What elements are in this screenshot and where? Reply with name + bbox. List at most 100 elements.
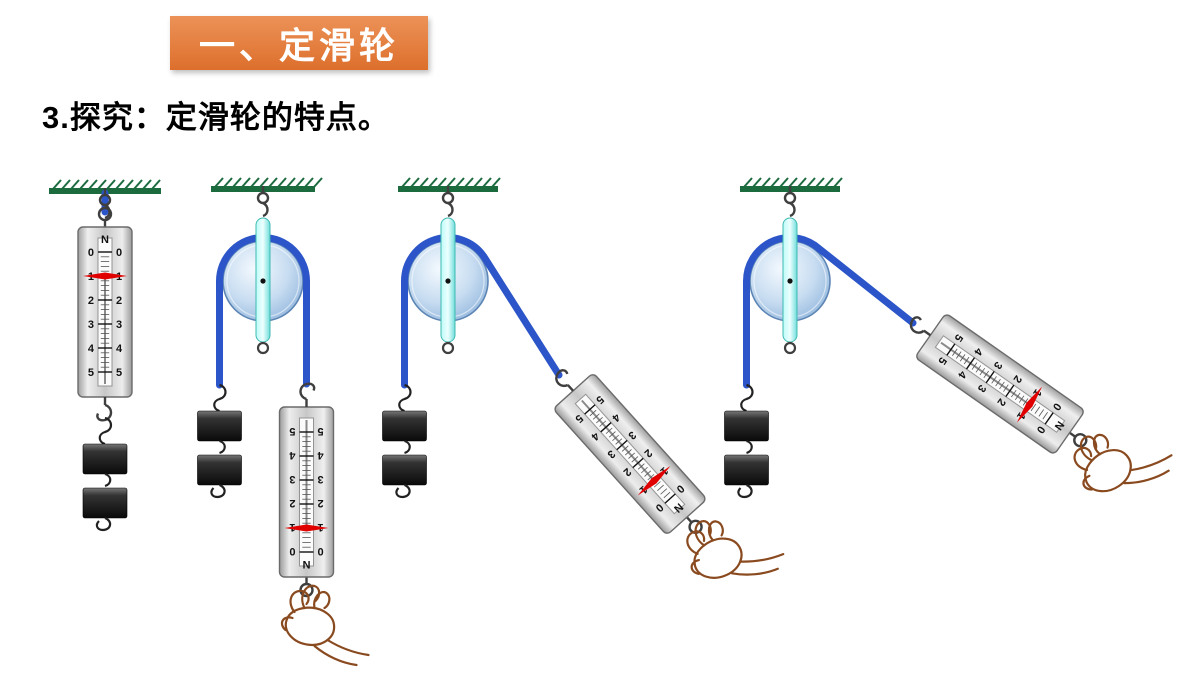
scale-minor-tick	[644, 470, 652, 477]
rope	[401, 234, 563, 389]
scale-minor-tick	[605, 427, 613, 434]
weight-tail-hook	[737, 483, 753, 499]
ceiling-hatch	[419, 177, 429, 188]
ceiling-hatch	[401, 177, 411, 188]
scale-minor-tick	[631, 456, 639, 463]
scale-major-tick	[600, 422, 612, 433]
scale-tick-label: 3	[289, 473, 295, 485]
ceiling-hatch	[286, 177, 296, 188]
scale-pointer	[83, 272, 127, 280]
scale-tick-label: 3	[991, 359, 1004, 371]
scale-minor-tick	[612, 434, 619, 442]
weight-link-hook	[746, 439, 753, 455]
bracket-hook-ring	[256, 341, 270, 355]
hand-thumb	[1082, 474, 1093, 491]
weight-tail-hook	[395, 483, 411, 499]
ceiling-hatch	[824, 177, 834, 188]
hook-ring	[783, 191, 797, 205]
weight-hook	[98, 416, 113, 446]
hand-wrist-line	[730, 567, 779, 576]
scale-major-tick	[632, 457, 644, 469]
bracket-hook-ring	[441, 341, 455, 355]
ceiling-hatch	[815, 177, 825, 188]
ceiling-hook	[256, 186, 270, 218]
setup-pulley-vertical: 001122334455N	[197, 177, 370, 667]
scale-minor-tick	[991, 376, 997, 384]
scale-minor-tick	[999, 381, 1005, 390]
setup-direct-hang: 001122334455N	[49, 179, 161, 532]
scale-minor-tick	[1030, 403, 1037, 412]
pulley-axle	[787, 278, 793, 284]
ceiling-hatch	[464, 177, 474, 188]
hand	[280, 584, 370, 667]
scale-minor-tick	[955, 351, 962, 359]
scale-tick-label: 3	[116, 319, 122, 331]
scale-minor-tick	[608, 431, 616, 438]
weight	[82, 443, 128, 475]
scale-tick-label: 2	[116, 295, 122, 307]
scale-hook	[299, 382, 316, 401]
ceiling-hatch	[70, 179, 80, 190]
ceiling-hatch	[124, 179, 134, 190]
ceiling-hatch	[79, 179, 89, 190]
ceiling-hatch	[133, 179, 143, 190]
scale-minor-tick	[979, 367, 986, 376]
hand-wrist-line	[313, 644, 358, 667]
hand-wrist-line	[1123, 469, 1170, 485]
scale-tick-label: 2	[318, 497, 324, 509]
scale-minor-tick	[663, 491, 671, 499]
hook-ring	[256, 191, 270, 205]
scale-minor-tick	[592, 413, 600, 420]
scale-tick-label: 0	[88, 247, 94, 259]
scale-major-tick	[616, 439, 628, 451]
ceiling-hatch	[115, 179, 125, 190]
ceiling-hatch	[88, 179, 98, 190]
scale-major-tick	[584, 404, 596, 415]
hand-finger	[694, 520, 712, 547]
scale-minor-tick	[1022, 398, 1029, 406]
hook-ring	[441, 191, 455, 205]
scale-minor-tick	[615, 438, 623, 445]
ceiling-hatch	[428, 177, 438, 188]
weight-tail-hook	[95, 516, 112, 532]
scale-minor-tick	[589, 409, 597, 417]
ceiling-hatch	[482, 177, 492, 188]
scale-tick-label: 4	[88, 343, 95, 355]
setup-pulley-shallow: 001122334455N	[724, 177, 1173, 499]
weight-link-hook	[219, 439, 226, 455]
scale-hook-stem	[923, 329, 932, 337]
spring-scale: 001122334455N	[278, 382, 335, 598]
scale-pointer	[1016, 386, 1043, 423]
scale-minor-tick	[1011, 389, 1017, 398]
scale-minor-tick	[660, 488, 668, 495]
ceiling-hatch	[259, 177, 269, 188]
weights-stack	[724, 383, 769, 499]
scale-minor-tick	[1014, 392, 1021, 401]
ceiling-hatch	[52, 179, 62, 190]
hook-curve	[447, 201, 454, 218]
ceiling-hatch	[250, 177, 260, 188]
weight-hook	[398, 383, 412, 413]
scale-minor-tick	[1038, 409, 1045, 417]
hand-finger	[1079, 435, 1098, 462]
ceiling-hatch	[241, 177, 251, 188]
scale-tick-label: 3	[975, 382, 988, 394]
ceiling-hatch	[232, 177, 242, 188]
weights-stack	[382, 383, 427, 499]
hand	[686, 520, 785, 579]
hand-finger	[313, 590, 331, 610]
ceiling-hatch	[295, 177, 305, 188]
scale-tick-label: 0	[116, 247, 122, 259]
scale-minor-tick	[599, 420, 607, 427]
scale-major-tick	[1044, 412, 1054, 425]
scale-tick-label: 5	[318, 425, 324, 437]
hook-curve	[262, 201, 269, 218]
pulley-axle	[260, 278, 266, 284]
scale-tick-label: 2	[289, 497, 295, 509]
bracket-hook-ring	[783, 341, 797, 355]
hand-thumb	[280, 616, 294, 632]
ceiling-hatch	[770, 177, 780, 188]
scale-major-tick	[946, 343, 956, 356]
scale-major-tick	[985, 370, 995, 384]
